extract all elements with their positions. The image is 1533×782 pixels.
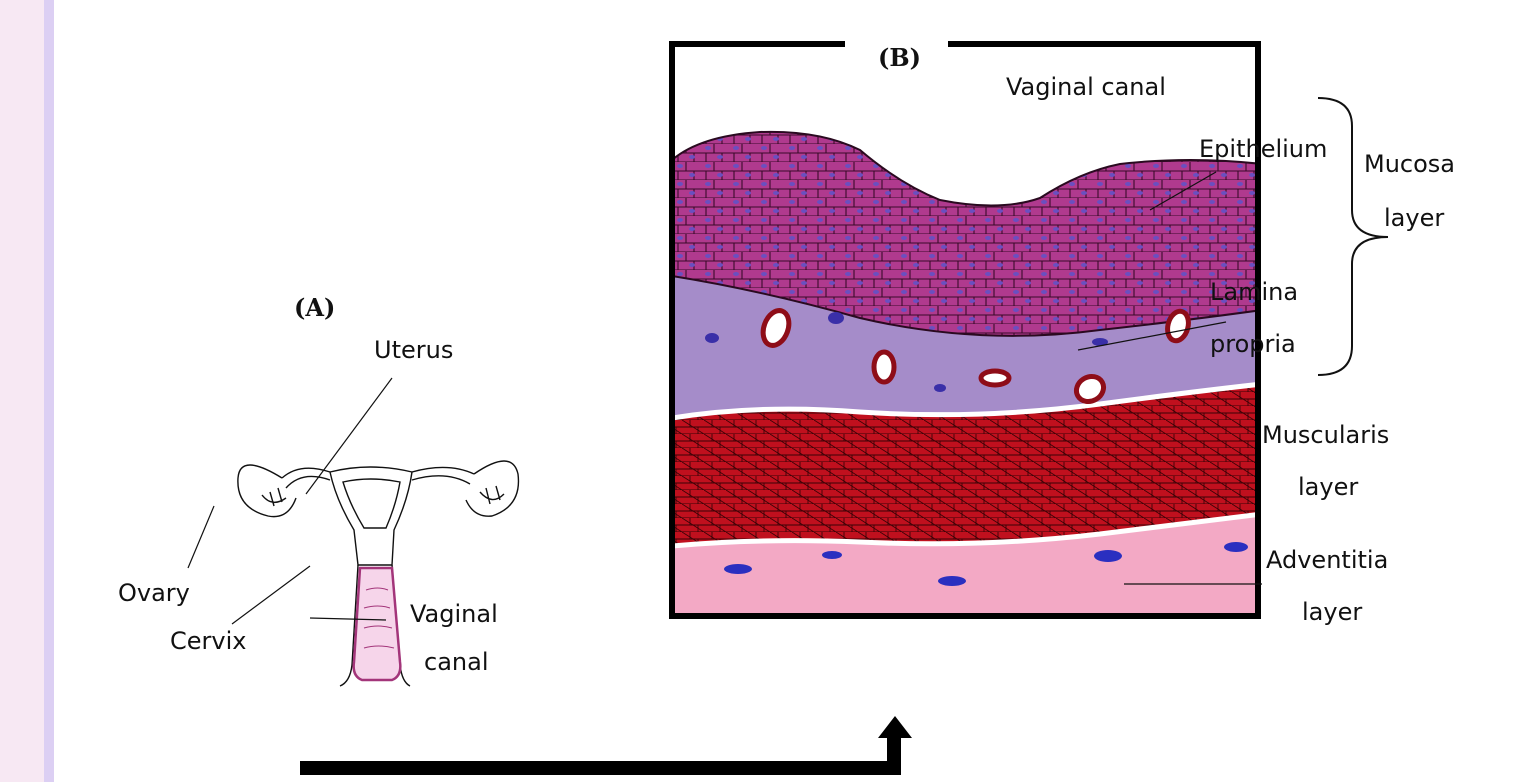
muscularis-label-line1: Muscularis [1262,421,1389,449]
cervix-leader-line [232,566,310,624]
muscularis-label-line2: layer [1298,473,1358,501]
connector-arrow [300,732,894,768]
vaginal-canal-label-line1: Vaginal [410,600,498,628]
mucosa-label-line2: layer [1384,204,1444,232]
ovary-leader-line [188,506,214,568]
vaginal-canal-label-line2: canal [424,648,489,676]
ovary-label: Ovary [118,579,190,607]
arrow-head [878,716,912,738]
vaginal-canal-lumen-label: Vaginal canal [1006,73,1166,101]
adventitia-label-line1: Adventitia [1266,546,1388,574]
panel-a: (A) Uterus Ovary Cervix [118,293,518,686]
epithelium-label: Epithelium [1199,135,1327,163]
mucosa-brace [1318,98,1388,375]
cervix-label: Cervix [170,627,246,655]
lamina-propria-label-line1: Lamina [1210,278,1298,306]
adventitia-label-line2: layer [1302,598,1362,626]
tissue-section [672,132,1262,620]
panel-a-title: (A) [294,293,335,322]
lamina-propria-label-line2: propria [1210,330,1296,358]
panel-b-title: (B) [878,43,921,72]
mucosa-label-line1: Mucosa [1364,150,1455,178]
uterus-label: Uterus [374,336,453,364]
panel-b: (B) Vaginal canal Epithelium Mucosa laye… [672,43,1455,626]
vaginal-canal-highlight [354,568,401,680]
